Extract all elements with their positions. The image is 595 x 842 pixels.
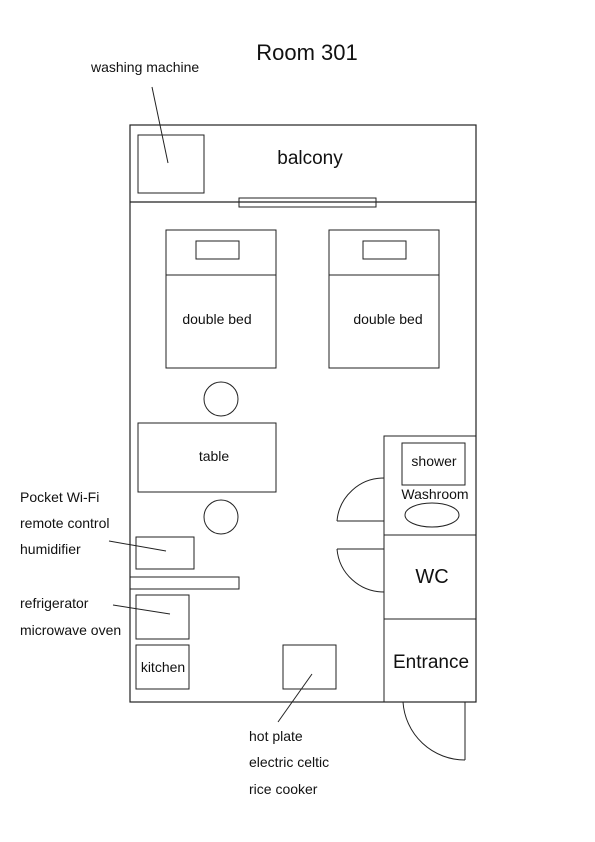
shower-label: shower (411, 453, 456, 469)
humidifier-shelf (135, 536, 195, 570)
washroom-label: Washroom (401, 486, 468, 502)
balcony-label: balcony (277, 148, 343, 169)
wc-door (336, 548, 385, 593)
entrance-room (383, 618, 477, 703)
kitchen-box (135, 644, 190, 690)
balcony-window (238, 197, 377, 208)
entrance-door (402, 701, 466, 761)
remote-control-callout: remote control (20, 515, 109, 531)
outer-wall (129, 124, 477, 703)
refrigerator-callout: refrigerator (20, 595, 89, 611)
double-bed-right: double bed (328, 229, 440, 369)
chair-bottom (203, 499, 239, 535)
shower-box (401, 442, 466, 486)
pocket-wifi-callout: Pocket Wi-Fi (20, 489, 99, 505)
washing-machine-callout: washing machine (90, 59, 199, 75)
microwave-oven-callout: microwave oven (20, 622, 121, 638)
washing-machine-leader (151, 86, 169, 164)
washbasin (404, 502, 460, 528)
humidifier-leader (108, 540, 167, 552)
pillow (362, 240, 407, 260)
double-bed-left-label: double bed (182, 311, 251, 327)
chair-top (203, 381, 239, 417)
hot-plate-leader (277, 673, 313, 723)
washroom-door (336, 477, 385, 522)
double-bed-left: double bed (165, 229, 277, 369)
entrance-label: Entrance (393, 652, 469, 673)
counter (129, 576, 240, 590)
wc-label: WC (415, 566, 448, 588)
pillow (195, 240, 240, 260)
electric-kettle-callout: electric celtic (249, 754, 329, 770)
hot-plate-callout: hot plate (249, 728, 303, 744)
rice-cooker-callout: rice cooker (249, 781, 318, 797)
refrigerator-box (135, 594, 190, 640)
refrigerator-leader (112, 604, 171, 615)
double-bed-right-label: double bed (353, 311, 422, 327)
table-label: table (199, 448, 230, 464)
kitchen-label: kitchen (141, 659, 185, 675)
table (137, 422, 277, 493)
hot-plate-box (282, 644, 337, 690)
page-title: Room 301 (256, 40, 358, 65)
washing-machine (137, 134, 205, 194)
humidifier-callout: humidifier (20, 541, 81, 557)
